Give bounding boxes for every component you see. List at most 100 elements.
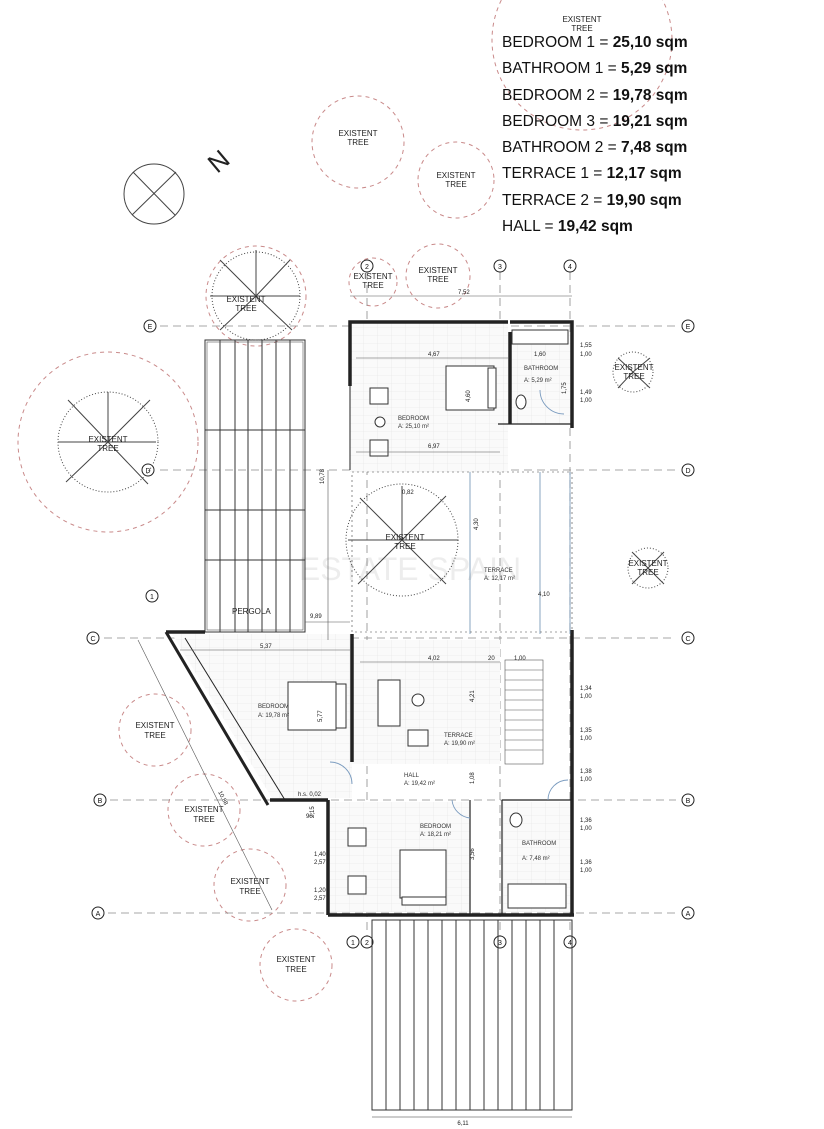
dim-257b: 2,57 [314, 896, 326, 902]
grid-label-4-top: 4 [568, 264, 572, 271]
tree-circle [311, 95, 405, 189]
room-area-bedroom3: A: 18,21 m² [420, 832, 451, 838]
tree-label: TREE [623, 372, 644, 381]
grid-label-1-left: 1 [150, 594, 154, 601]
dim-top-width: 7,52 [458, 290, 470, 296]
legend-label: BEDROOM 2 = [502, 86, 613, 104]
walls [164, 320, 574, 917]
tree-circle [405, 243, 471, 309]
grid-label-c-right: C [685, 636, 690, 643]
dim-136b: 1,36 [580, 860, 592, 866]
grid-label-e-left: E [148, 324, 153, 331]
area-legend: BEDROOM 1 = 25,10 sqm BATHROOM 1 = 5,29 … [502, 30, 802, 240]
grid-label-a-right: A [686, 911, 691, 918]
tree-label: EXISTENT [353, 272, 392, 281]
tree-label: EXISTENT [436, 171, 475, 180]
dim-terrace2-width: 4,02 [428, 656, 440, 662]
watermark: ESTATE SPAIN [299, 551, 521, 587]
tree-circle [417, 141, 495, 219]
dim-left-height: 10,78 [320, 468, 326, 484]
legend-value: 5,29 sqm [621, 60, 688, 78]
dim-bed2-width: 5,37 [260, 644, 272, 650]
dim-082: 0,82 [402, 490, 414, 496]
dim-pergola: 9,89 [310, 614, 322, 620]
room-name-hall: HALL [404, 773, 420, 779]
tree-label: EXISTENT [88, 435, 127, 444]
dim-100d: 1,00 [580, 736, 592, 742]
tree-label: EXISTENT [226, 295, 265, 304]
legend-value: 19,21 sqm [612, 112, 688, 130]
room-name-bathroom1: BATHROOM [524, 366, 558, 372]
room-area-bathroom1: A: 5,29 m² [524, 378, 552, 384]
legend-hall: HALL = 19,42 sqm [502, 214, 802, 240]
dim-bed1-inner: 6,97 [428, 444, 440, 450]
tree-label: TREE [239, 887, 260, 896]
room-name-bathroom2: BATHROOM [522, 841, 556, 847]
stairs [504, 659, 544, 765]
room-area-bedroom2: A: 19,78 m² [258, 713, 289, 719]
legend-label: BEDROOM 1 = [502, 34, 613, 51]
tree-circle [348, 257, 398, 307]
dim-terrace1-depth: 4,10 [538, 592, 550, 598]
tree-label: TREE [445, 180, 466, 189]
grid-label-c-left: C [90, 636, 95, 643]
tree-circle [213, 848, 287, 922]
dim-stair-width: 1,00 [514, 656, 526, 662]
dim-100c: 1,00 [580, 694, 592, 700]
dim-120: 1,20 [314, 888, 326, 894]
tree-circle [118, 693, 192, 767]
legend-bedroom1: BEDROOM 1 = 25,10 sqm [502, 30, 802, 56]
tree-label: TREE [285, 965, 306, 974]
tree-label: TREE [637, 568, 658, 577]
tree-label: TREE [362, 281, 383, 290]
dim-100e: 1,00 [580, 777, 592, 783]
tree-label: TREE [347, 138, 368, 147]
dim-100g: 1,00 [580, 868, 592, 874]
tree-label: EXISTENT [184, 805, 223, 814]
tree-circle [167, 773, 241, 847]
legend-value: 7,48 sqm [621, 139, 688, 157]
legend-value: 19,90 sqm [606, 191, 682, 209]
grid-label-2-bottom: 2 [365, 940, 369, 947]
north-label: N [202, 144, 236, 179]
bottom-deck [371, 919, 573, 1118]
bed [445, 365, 495, 411]
legend-label: BATHROOM 1 = [502, 60, 621, 78]
dim-bed1-width: 4,67 [428, 352, 440, 358]
dim-138: 1,38 [580, 769, 592, 775]
dim-100b: 1,00 [580, 398, 592, 404]
dim-149: 1,49 [580, 390, 592, 396]
tree-drawing [57, 250, 669, 597]
dim-175: 1,75 [562, 382, 568, 394]
room-name-bedroom2: BEDROOM [258, 704, 289, 710]
legend-label: TERRACE 1 = [502, 165, 607, 183]
legend-bedroom3: BEDROOM 3 = 19,21 sqm [502, 109, 802, 135]
legend-value: 25,10 sqm [612, 34, 688, 51]
tree-label: EXISTENT [135, 721, 174, 730]
dim-terrace2-depth: 4,21 [470, 690, 476, 702]
tree-circles [17, 0, 673, 1002]
room-area-bathroom2: A: 7,48 m² [522, 856, 550, 862]
dim-257: 2,57 [314, 860, 326, 866]
tree-circle [259, 928, 333, 1002]
tree-label: EXISTENT [614, 363, 653, 372]
furniture [287, 329, 569, 909]
bed [287, 681, 337, 731]
tree-label: EXISTENT [230, 877, 269, 886]
room-name-terrace1: TERRACE [484, 568, 513, 574]
tree-label: TREE [235, 304, 256, 313]
deck-width-dim: 6,11 [457, 1121, 469, 1127]
legend-terrace2: TERRACE 2 = 19,90 sqm [502, 188, 802, 214]
dim-215: 2,15 [310, 806, 316, 818]
room-name-terrace2: TERRACE [444, 733, 473, 739]
dim-140: 1,40 [314, 852, 326, 858]
dim-136: 1,36 [580, 818, 592, 824]
terrace-1 [469, 472, 571, 634]
room-name-bedroom1: BEDROOM [398, 416, 429, 422]
tree-label-top-existent: EXISTENT [562, 15, 601, 24]
dim-bed3-depth: 3,56 [470, 848, 476, 860]
doors [329, 389, 569, 819]
legend-value: 12,17 sqm [606, 165, 682, 183]
grid-label-a-left: A [96, 911, 101, 918]
legend-label: HALL = [502, 218, 558, 236]
